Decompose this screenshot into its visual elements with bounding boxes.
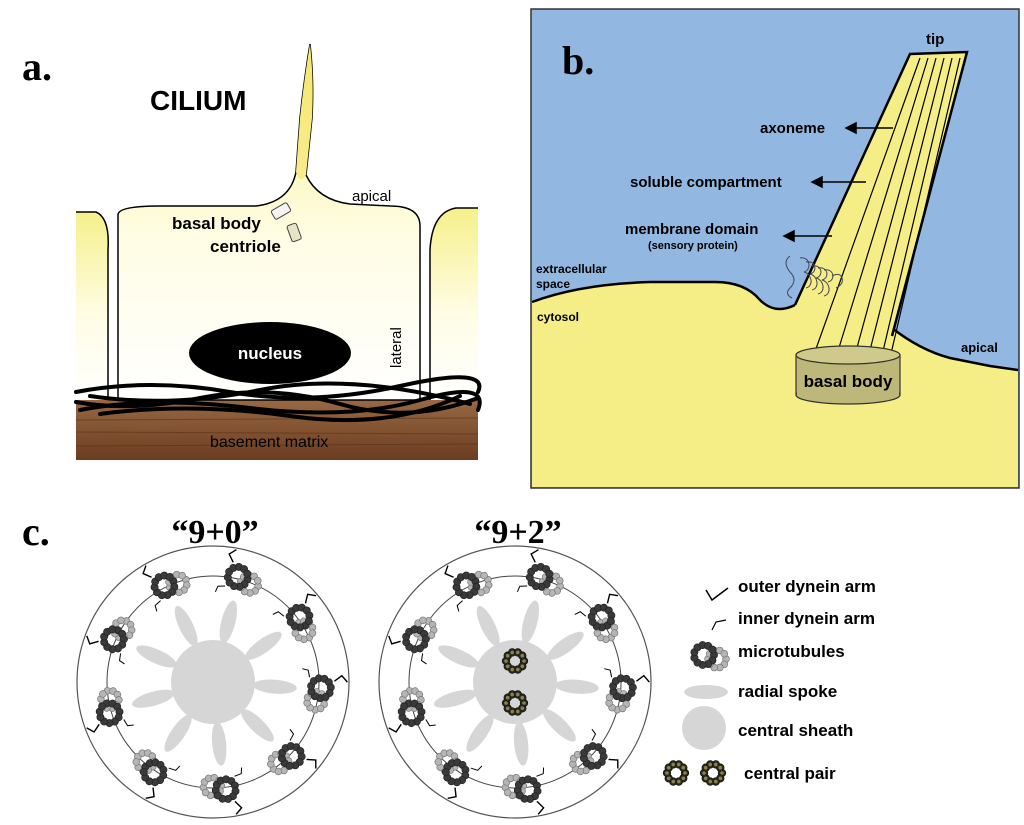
legend-outer-dynein-arm: outer dynein arm bbox=[738, 577, 876, 596]
matrix-fibres bbox=[74, 375, 482, 423]
microtubule-doublet bbox=[86, 616, 136, 665]
legend-inner-arm-icon bbox=[711, 619, 727, 631]
cytosol-region bbox=[532, 282, 1018, 487]
cilium-label: CILIUM bbox=[150, 85, 246, 116]
microtubule-doublet bbox=[388, 616, 438, 665]
radial-spoke bbox=[136, 645, 177, 668]
microtubule-doublet bbox=[132, 749, 181, 799]
microtubule-doublet bbox=[199, 767, 243, 815]
centriole-cylinder bbox=[286, 222, 302, 243]
microtubule-doublet bbox=[569, 728, 619, 776]
space-label: space bbox=[536, 277, 570, 291]
microtubule-doublet bbox=[86, 687, 134, 733]
radial-spoke bbox=[211, 721, 227, 766]
cilium-cone bbox=[795, 52, 967, 358]
microtubule-doublet bbox=[690, 641, 730, 672]
microtubule-doublet bbox=[302, 668, 348, 714]
panel-a-letter: a. bbox=[22, 44, 52, 89]
radial-spoke bbox=[164, 714, 192, 752]
panel-c: c. “9+0” “9+2” out bbox=[22, 509, 876, 819]
sensory-protein-label: (sensory protein) bbox=[648, 240, 738, 252]
legend-inner-dynein-arm: inner dynein arm bbox=[738, 609, 875, 628]
microtubule-doublet bbox=[272, 593, 317, 644]
legend-central-pair-icon-1 bbox=[662, 760, 690, 786]
legend: outer dynein arm inner dynein arm microt… bbox=[662, 577, 876, 786]
microtubule-doublet bbox=[604, 668, 650, 714]
legend-outer-arm-icon bbox=[705, 587, 729, 602]
soluble-compartment-label: soluble compartment bbox=[630, 174, 782, 191]
legend-microtubules: microtubules bbox=[738, 642, 845, 661]
radial-spoke bbox=[521, 600, 540, 644]
microtubule-doublet bbox=[444, 565, 493, 612]
apical-label-b: apical bbox=[961, 340, 998, 355]
apical-label-a: apical bbox=[352, 188, 391, 205]
panel-a: a. CILIUM api bbox=[22, 43, 482, 460]
legend-central-pair-icon-2 bbox=[699, 760, 727, 786]
microtubule-doublet bbox=[267, 728, 317, 776]
radial-spoke bbox=[174, 606, 198, 647]
radial-spoke bbox=[542, 709, 576, 742]
legend-radial-spoke-icon bbox=[684, 685, 728, 699]
panel-c-letter: c. bbox=[22, 509, 50, 554]
radial-spoke bbox=[219, 600, 238, 644]
basal-body-label-a: basal body bbox=[172, 214, 261, 233]
microtubule-doublet bbox=[434, 749, 483, 799]
central-pair-9-2 bbox=[501, 648, 529, 716]
nucleus bbox=[189, 322, 351, 384]
panel-b: b. tip axoneme soluble compartment membr… bbox=[530, 8, 1020, 489]
cilium-shaft bbox=[296, 44, 313, 180]
radial-spoke bbox=[438, 645, 479, 668]
axoneme-label: axoneme bbox=[760, 120, 825, 137]
title-9-0: “9+0” bbox=[171, 514, 258, 551]
radial-spoke bbox=[513, 721, 529, 766]
radial-spoke bbox=[547, 631, 584, 660]
radial-spoke bbox=[466, 714, 494, 752]
lateral-label: lateral bbox=[388, 327, 405, 368]
pointer-arrows bbox=[782, 121, 893, 243]
radial-spoke bbox=[240, 709, 274, 742]
central-sheath-9-0 bbox=[171, 640, 255, 724]
legend-central-sheath: central sheath bbox=[738, 721, 853, 740]
microtubule-doublet bbox=[142, 565, 191, 612]
microtubule-doublet bbox=[516, 549, 564, 597]
radial-spoke bbox=[476, 606, 500, 647]
radial-spoke bbox=[554, 679, 599, 694]
central-sheath-9-2 bbox=[473, 640, 557, 724]
radial-spoke bbox=[245, 631, 282, 660]
tip-label: tip bbox=[926, 31, 944, 48]
microtubule-doublet bbox=[574, 593, 619, 644]
membrane-domain-label: membrane domain bbox=[625, 221, 758, 238]
sensory-protein bbox=[785, 255, 843, 299]
right-neighbor-cell bbox=[430, 208, 478, 400]
centriole-label: centriole bbox=[210, 237, 281, 256]
matrix-streaks bbox=[75, 417, 479, 447]
title-9-2: “9+2” bbox=[474, 514, 561, 551]
panel-b-letter: b. bbox=[562, 38, 594, 83]
left-neighbor-cell bbox=[76, 212, 109, 400]
axoneme-9-0 bbox=[76, 545, 350, 819]
microtubule-doublet bbox=[388, 687, 436, 733]
radial-spoke bbox=[132, 689, 175, 708]
extracellular-label: extracellular bbox=[536, 262, 607, 276]
basal-body-label-b: basal body bbox=[804, 372, 893, 391]
basement-matrix-label: basement matrix bbox=[210, 434, 328, 451]
legend-microtubule-icon bbox=[690, 641, 730, 672]
axoneme-microtubule-lines bbox=[811, 57, 961, 367]
axoneme-9-2 bbox=[378, 545, 652, 819]
nucleus-label: nucleus bbox=[238, 344, 302, 363]
cytosol-label: cytosol bbox=[537, 310, 579, 324]
basal-body-cylinder bbox=[270, 202, 292, 220]
radial-spoke bbox=[434, 689, 477, 708]
microtubule-doublet bbox=[501, 767, 545, 815]
microtubule-doublet bbox=[214, 549, 262, 597]
legend-central-sheath-icon bbox=[682, 706, 726, 750]
basal-body-b bbox=[795, 345, 901, 405]
radial-spoke bbox=[252, 679, 297, 694]
legend-central-pair: central pair bbox=[744, 764, 836, 783]
legend-radial-spoke: radial spoke bbox=[738, 682, 837, 701]
